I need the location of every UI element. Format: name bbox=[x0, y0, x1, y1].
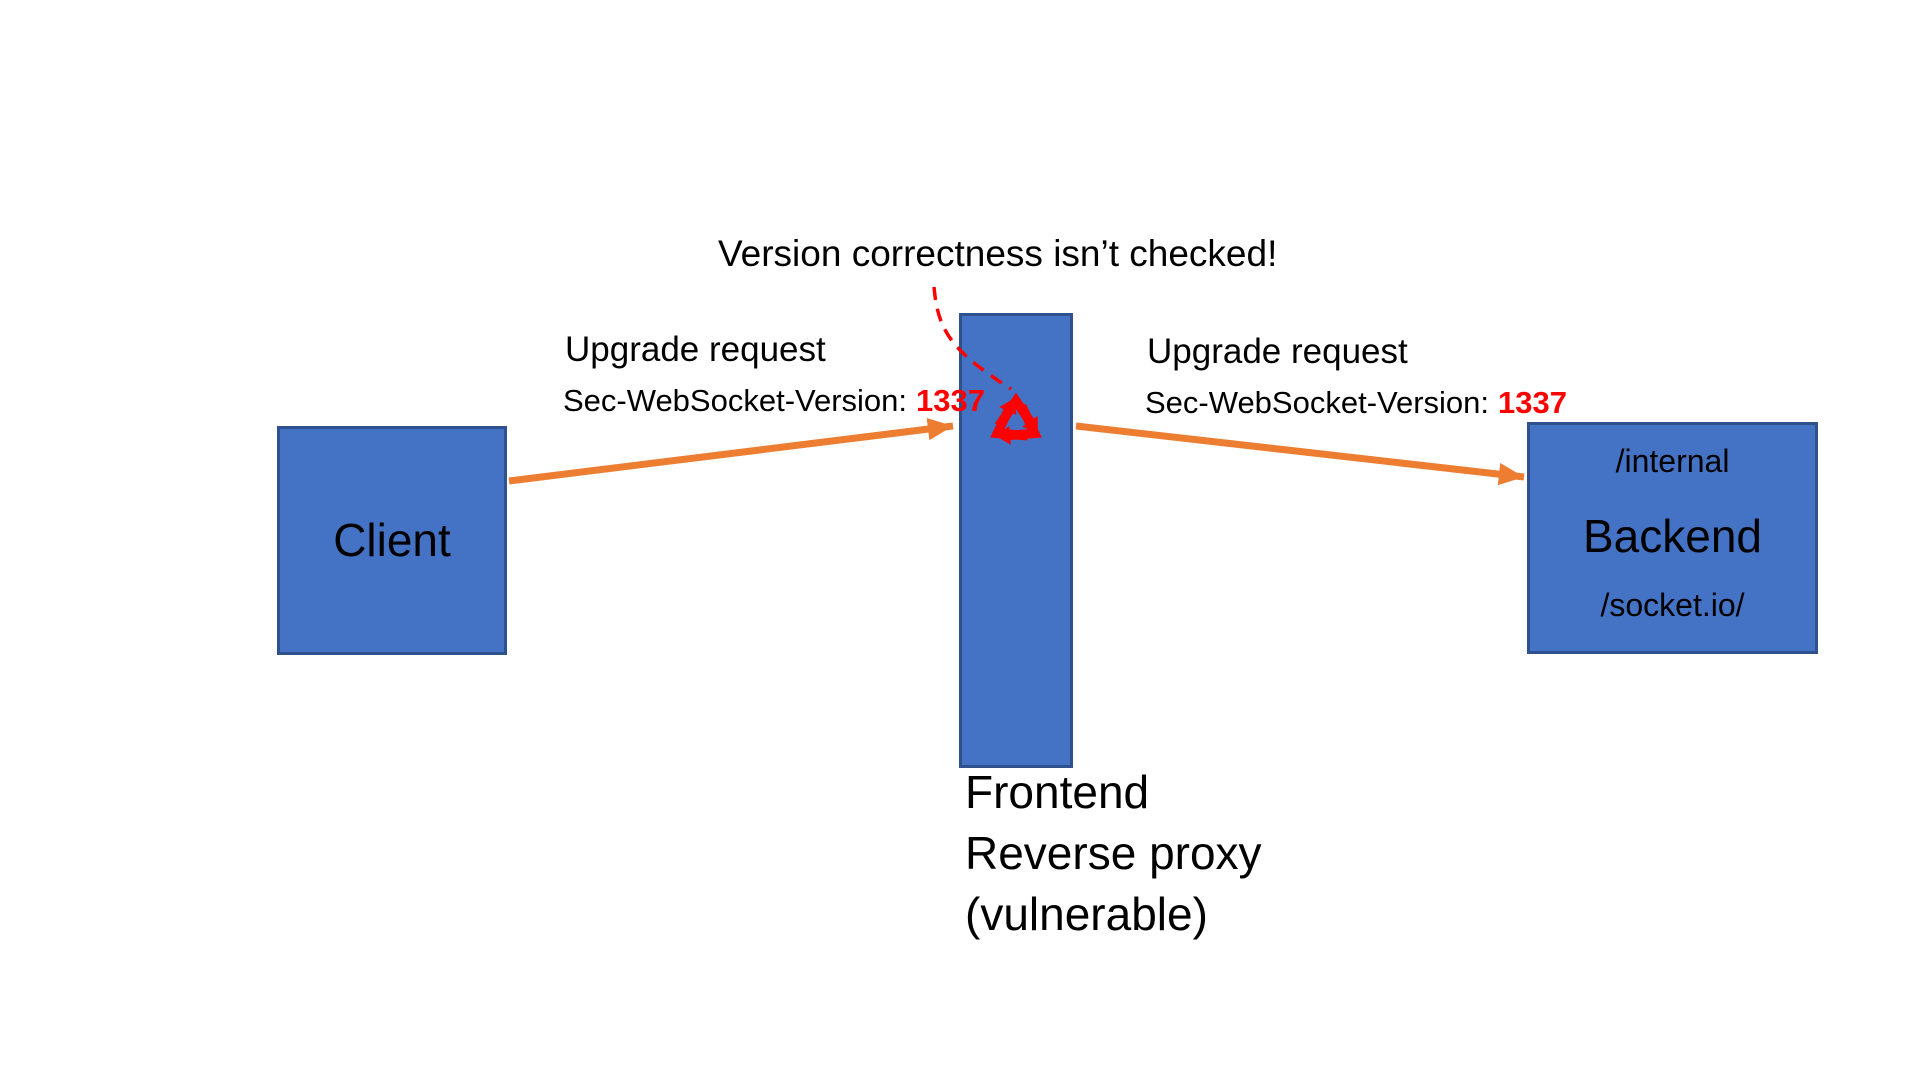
right-flow-header-name: Sec-WebSocket-Version: bbox=[1145, 385, 1490, 420]
reverse-proxy-node bbox=[959, 313, 1073, 768]
proxy-caption-line1: Frontend bbox=[965, 766, 1150, 818]
left-flow-header-name: Sec-WebSocket-Version: bbox=[563, 383, 908, 418]
right-flow-header-value: 1337 bbox=[1498, 385, 1567, 420]
proxy-caption-line2: Reverse proxy bbox=[965, 827, 1262, 879]
proxy-caption-line3: (vulnerable) bbox=[965, 888, 1208, 940]
client-to-proxy-arrow bbox=[508, 417, 954, 485]
left-flow-header: Sec-WebSocket-Version:1337 bbox=[563, 383, 985, 419]
proxy-to-backend-arrow bbox=[1075, 422, 1525, 486]
backend-node: /internal Backend /socket.io/ bbox=[1527, 422, 1818, 654]
backend-label: Backend bbox=[1582, 510, 1762, 562]
client-node: Client bbox=[277, 426, 507, 655]
backend-route-socketio: /socket.io/ bbox=[1600, 587, 1745, 623]
recycle-icon bbox=[990, 392, 1042, 445]
recycle-arm-left bbox=[990, 398, 1028, 441]
left-flow-title: Upgrade request bbox=[565, 330, 826, 369]
annotation-text: Version correctness isn’t checked! bbox=[718, 233, 1278, 274]
right-flow-header: Sec-WebSocket-Version:1337 bbox=[1145, 385, 1567, 421]
right-flow-title: Upgrade request bbox=[1147, 332, 1408, 371]
proxy-caption: Frontend Reverse proxy (vulnerable) bbox=[965, 762, 1262, 945]
backend-route-internal: /internal bbox=[1615, 443, 1730, 479]
client-label: Client bbox=[333, 514, 451, 567]
